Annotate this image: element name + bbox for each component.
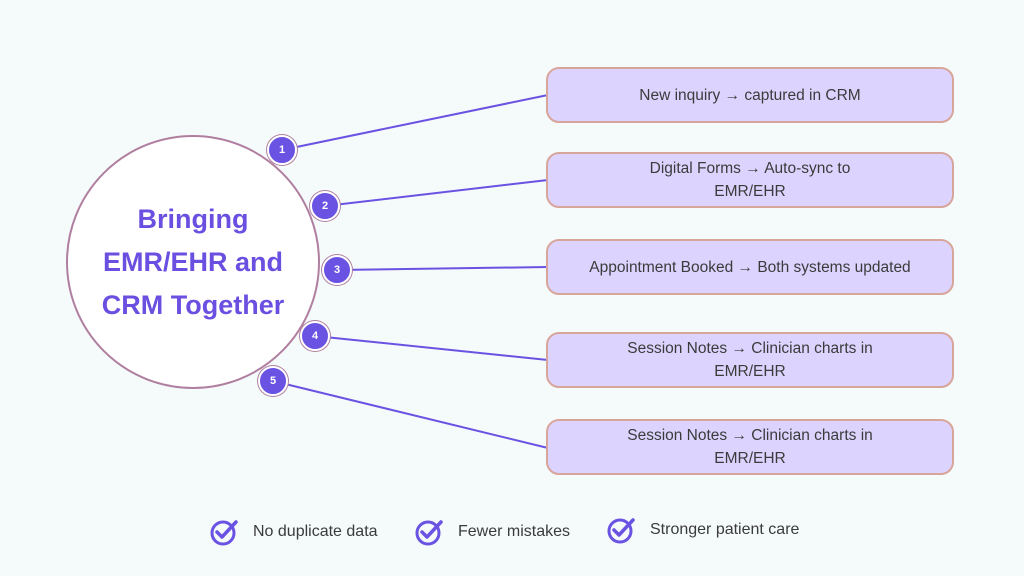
step-badge-3: 3 bbox=[322, 255, 352, 285]
hub-title: Bringing EMR/EHR and CRM Together bbox=[101, 203, 285, 320]
benefit-fewer-mistakes: Fewer mistakes bbox=[414, 516, 570, 548]
check-circle-icon bbox=[210, 520, 238, 546]
step-box-3: Appointment Booked → Both systems update… bbox=[546, 239, 954, 295]
connector-line-2 bbox=[324, 179, 549, 207]
step-text-5: Session Notes → Clinician charts in EMR/… bbox=[627, 427, 873, 467]
step-badge-4: 4 bbox=[300, 321, 330, 351]
step-box-4: Session Notes → Clinician charts in EMR/… bbox=[546, 332, 954, 388]
step-badge-1: 1 bbox=[267, 135, 297, 165]
check-circle-icon bbox=[607, 518, 635, 544]
step-box-5: Session Notes → Clinician charts in EMR/… bbox=[546, 419, 954, 475]
benefit-label: Stronger patient care bbox=[650, 521, 800, 538]
step-box-2: Digital Forms → Auto-sync to EMR/EHR bbox=[546, 152, 954, 208]
connector-line-4 bbox=[314, 335, 549, 361]
step-text-3: Appointment Booked → Both systems update… bbox=[589, 258, 911, 276]
benefit-no-duplicate-data: No duplicate data bbox=[209, 516, 378, 548]
connector-line-5 bbox=[272, 380, 549, 449]
benefit-label: Fewer mistakes bbox=[458, 523, 571, 540]
connector-line-3 bbox=[336, 266, 549, 271]
hub-circle: Bringing EMR/EHR and CRM Together bbox=[66, 135, 320, 389]
connector-line-1 bbox=[281, 94, 549, 151]
step-text-1: New inquiry → captured in CRM bbox=[639, 86, 861, 104]
benefit-stronger-patient-care: Stronger patient care bbox=[606, 514, 799, 546]
step-box-1: New inquiry → captured in CRM bbox=[546, 67, 954, 123]
check-circle-icon bbox=[415, 520, 443, 546]
benefit-label: No duplicate data bbox=[253, 523, 378, 540]
step-badge-5: 5 bbox=[258, 366, 288, 396]
step-text-4: Session Notes → Clinician charts in EMR/… bbox=[627, 340, 873, 380]
step-badge-2: 2 bbox=[310, 191, 340, 221]
step-text-2: Digital Forms → Auto-sync to EMR/EHR bbox=[649, 160, 851, 200]
